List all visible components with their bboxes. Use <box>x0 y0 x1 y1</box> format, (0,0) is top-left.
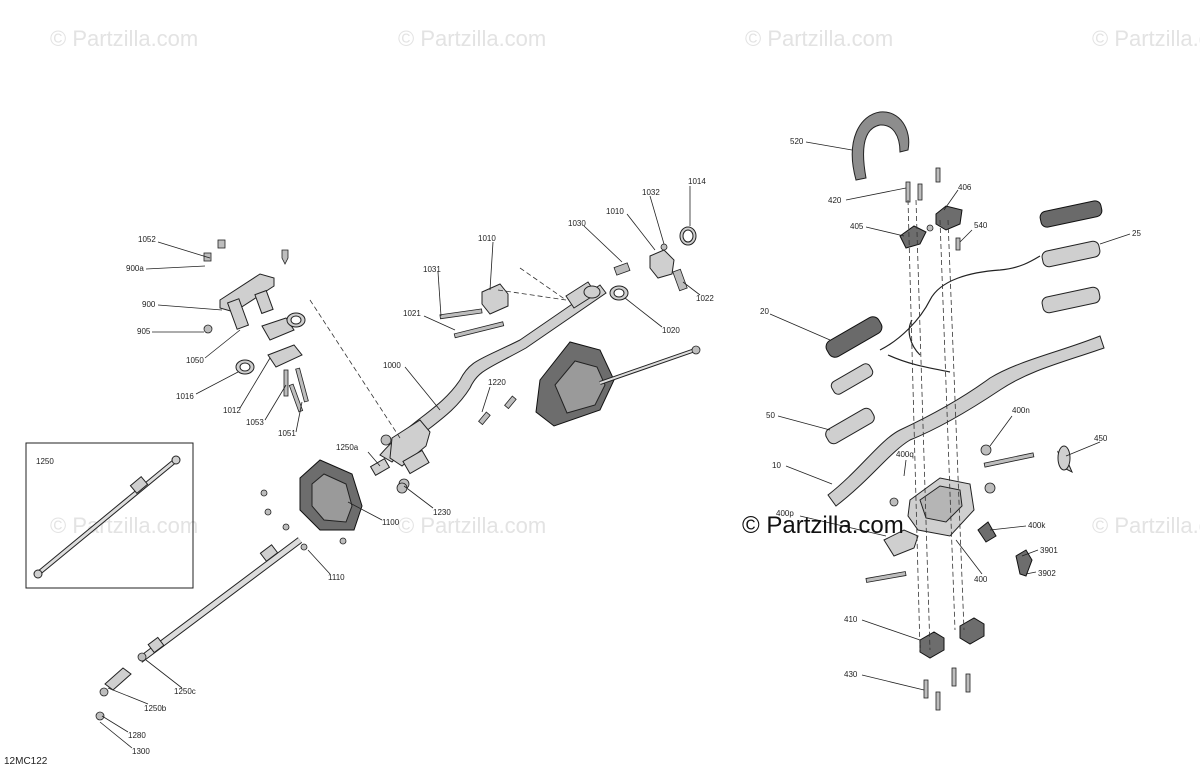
callout-1031: 1031 <box>423 265 441 274</box>
callout-1280: 1280 <box>128 731 146 740</box>
watermark-mid-4: © Partzilla.com <box>1092 513 1200 538</box>
callout-905: 905 <box>137 327 151 336</box>
callout-1250c: 1250c <box>174 687 196 696</box>
callout-900: 900 <box>142 300 156 309</box>
callout-405: 405 <box>850 222 864 231</box>
leader-lines <box>99 141 1131 749</box>
callout-1012: 1012 <box>223 406 241 415</box>
callout-1052: 1052 <box>138 235 156 244</box>
callout-1250b: 1250b <box>144 704 167 713</box>
callout-410: 410 <box>844 615 858 624</box>
callout-400: 400 <box>974 575 988 584</box>
callout-450: 450 <box>1094 434 1108 443</box>
callout-400n: 400n <box>1012 406 1030 415</box>
callout-1230: 1230 <box>433 508 451 517</box>
inset-box-label: 1250 <box>36 457 54 466</box>
callout-420: 420 <box>828 196 842 205</box>
watermark-top-4: © Partzilla.com <box>1092 26 1200 51</box>
callout-3901: 3901 <box>1040 546 1058 555</box>
callout-1032: 1032 <box>642 188 660 197</box>
callout-406: 406 <box>958 183 972 192</box>
watermark-top-3: © Partzilla.com <box>745 26 894 51</box>
tie-rod-long <box>95 537 303 721</box>
callout-50: 50 <box>766 411 775 420</box>
callout-400q: 400q <box>896 450 914 459</box>
callout-1051: 1051 <box>278 429 296 438</box>
callout-1220: 1220 <box>488 378 506 387</box>
callout-1000: 1000 <box>383 361 401 370</box>
callout-1050: 1050 <box>186 356 204 365</box>
callout-1300: 1300 <box>132 747 150 756</box>
handlebar-assembly <box>825 111 1105 711</box>
watermark-center: © Partzilla.com <box>742 512 904 539</box>
callout-3902: 3902 <box>1038 569 1056 578</box>
callout-1010-a: 1010 <box>478 234 496 243</box>
lower-cover <box>260 457 408 551</box>
callout-520: 520 <box>790 137 804 146</box>
callout-20: 20 <box>760 307 769 316</box>
callout-540: 540 <box>974 221 988 230</box>
callout-1250a: 1250a <box>336 443 359 452</box>
clamp-assembly-left <box>203 239 309 413</box>
watermark-top-1: © Partzilla.com <box>50 26 199 51</box>
inset-box <box>25 442 194 589</box>
upper-bushing-parts <box>439 226 697 339</box>
watermark-mid-2: © Partzilla.com <box>398 513 547 538</box>
callout-1016: 1016 <box>176 392 194 401</box>
watermark-top-2: © Partzilla.com <box>398 26 547 51</box>
callout-1010-b: 1010 <box>606 207 624 216</box>
callout-1100: 1100 <box>382 518 400 527</box>
callout-10: 10 <box>772 461 781 470</box>
steering-column <box>379 281 607 490</box>
watermark-mid-1: © Partzilla.com <box>50 513 199 538</box>
inset-tie-rod <box>33 455 181 579</box>
callout-25: 25 <box>1132 229 1141 238</box>
steering-cover <box>478 341 701 427</box>
callout-1053: 1053 <box>246 418 264 427</box>
callout-1110: 1110 <box>328 573 345 582</box>
callout-1021: 1021 <box>403 309 421 318</box>
callout-400k: 400k <box>1028 521 1046 530</box>
callout-1014: 1014 <box>688 177 706 186</box>
callout-1030: 1030 <box>568 219 586 228</box>
callout-1022: 1022 <box>696 294 714 303</box>
callout-400p: 400p <box>776 509 794 518</box>
callout-900a: 900a <box>126 264 144 273</box>
callout-430: 430 <box>844 670 858 679</box>
diagram-code: 12MC122 <box>4 756 48 767</box>
callout-labels: 1052 900a 900 905 1050 1016 1012 1053 10… <box>126 137 1141 756</box>
callout-1020: 1020 <box>662 326 680 335</box>
